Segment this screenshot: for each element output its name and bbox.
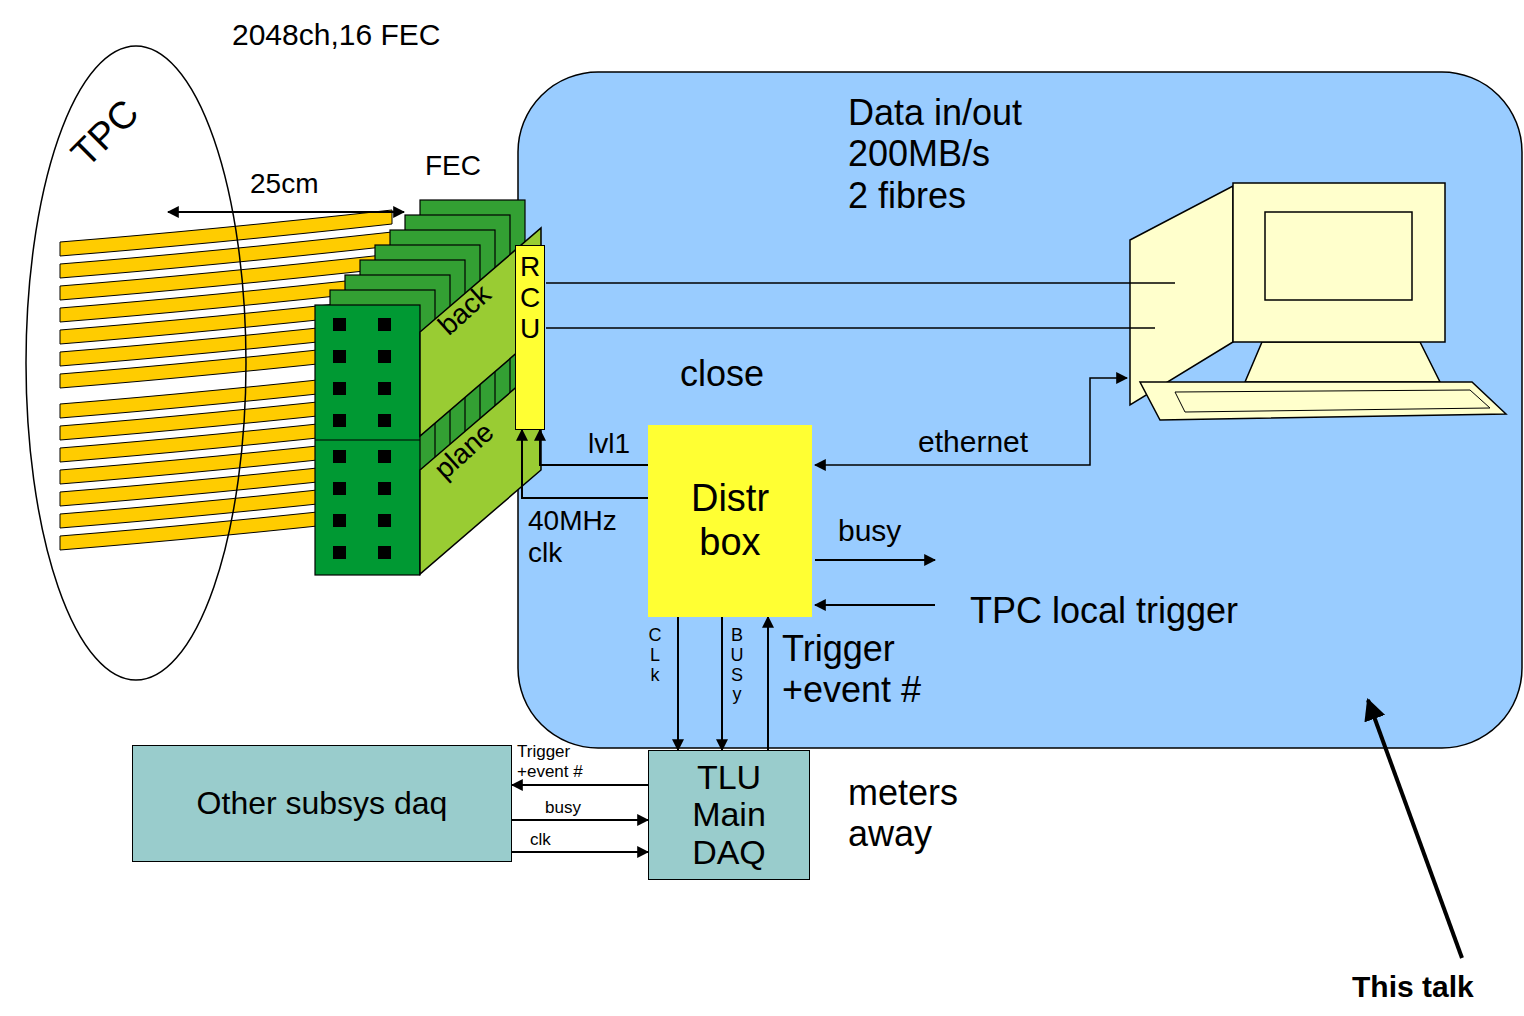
chip [333,382,346,395]
diagram-label: close [680,353,764,394]
busy-arrow [815,559,935,561]
diagram-label: ethernet [918,425,1028,460]
diagram-label: plane [428,416,500,486]
diagram-label: busy [838,514,901,549]
signal-label: lvl1 [588,428,630,460]
node-text: Data in/out 200MB/s 2 fibres [848,92,1022,216]
region-panel: Data in/out 200MB/s 2 fibresDistr box [518,72,1522,748]
chip [333,514,346,527]
node-text: TLU Main DAQ [692,759,766,871]
board-divider [315,439,420,440]
signal-label: clk [530,830,551,850]
diagram-label: back [432,278,497,342]
chip [333,414,346,427]
diagram-label: FEC [425,150,481,182]
ellipse-outline [25,45,247,681]
fibre-line [546,327,1155,329]
signal-label: 40MHz clk [528,505,617,569]
monitor-side [1130,186,1233,405]
monitor-base [1245,342,1440,382]
chip [378,450,391,463]
tpc-ellipse: TPC [25,45,247,681]
signal-connector [767,617,769,750]
trigger-arrow [815,604,935,606]
dimension-arrow [168,211,404,213]
signal-label: CLk [646,626,664,685]
node-text: Distr box [691,477,769,564]
chip [378,350,391,363]
fibre-line [546,282,1175,284]
diagram-label: This talk [1352,970,1474,1005]
tlu-box: TLU Main DAQ [648,750,810,880]
chip [378,414,391,427]
diagram-label: 2048ch,16 FEC [232,18,440,53]
signal-connector [512,784,648,786]
region-ground [518,72,1522,748]
chip [378,546,391,559]
node-text: Other subsys daq [197,785,448,822]
signal-label: Trigger +event # [517,742,583,781]
signal-connector [512,819,648,821]
signal-label: BUSy [728,626,746,705]
signal-connector [721,617,723,750]
node-text: TPC [63,91,148,176]
keyboard-keys [1175,390,1490,412]
diagram-label: 25cm [250,168,318,200]
chip [378,318,391,331]
chip [378,382,391,395]
signal-connector [512,851,648,853]
subsystem-box: Other subsys daq [132,745,512,862]
chip [378,514,391,527]
chip [333,546,346,559]
monitor-front [1233,183,1445,342]
signal-connector [677,617,679,750]
pointer-arrow [1368,700,1462,958]
chip [333,482,346,495]
chip [333,350,346,363]
rcu-box: RCU [515,245,545,430]
ethernet-line [815,378,1127,465]
chip [378,482,391,495]
keyboard [1140,382,1506,420]
monitor-screen [1265,212,1412,300]
signal-label: busy [545,798,581,818]
chip [333,318,346,331]
node-text: RCU [516,252,544,344]
diagram-label: meters away [848,772,958,855]
chip [333,450,346,463]
region-ground [518,72,1522,748]
ellipse-outline [26,46,246,680]
fec-board [315,305,420,575]
diagram-label: TPC local trigger [970,590,1238,631]
distr-box: Distr box [648,425,812,617]
signal-label: Trigger +event # [782,628,921,711]
